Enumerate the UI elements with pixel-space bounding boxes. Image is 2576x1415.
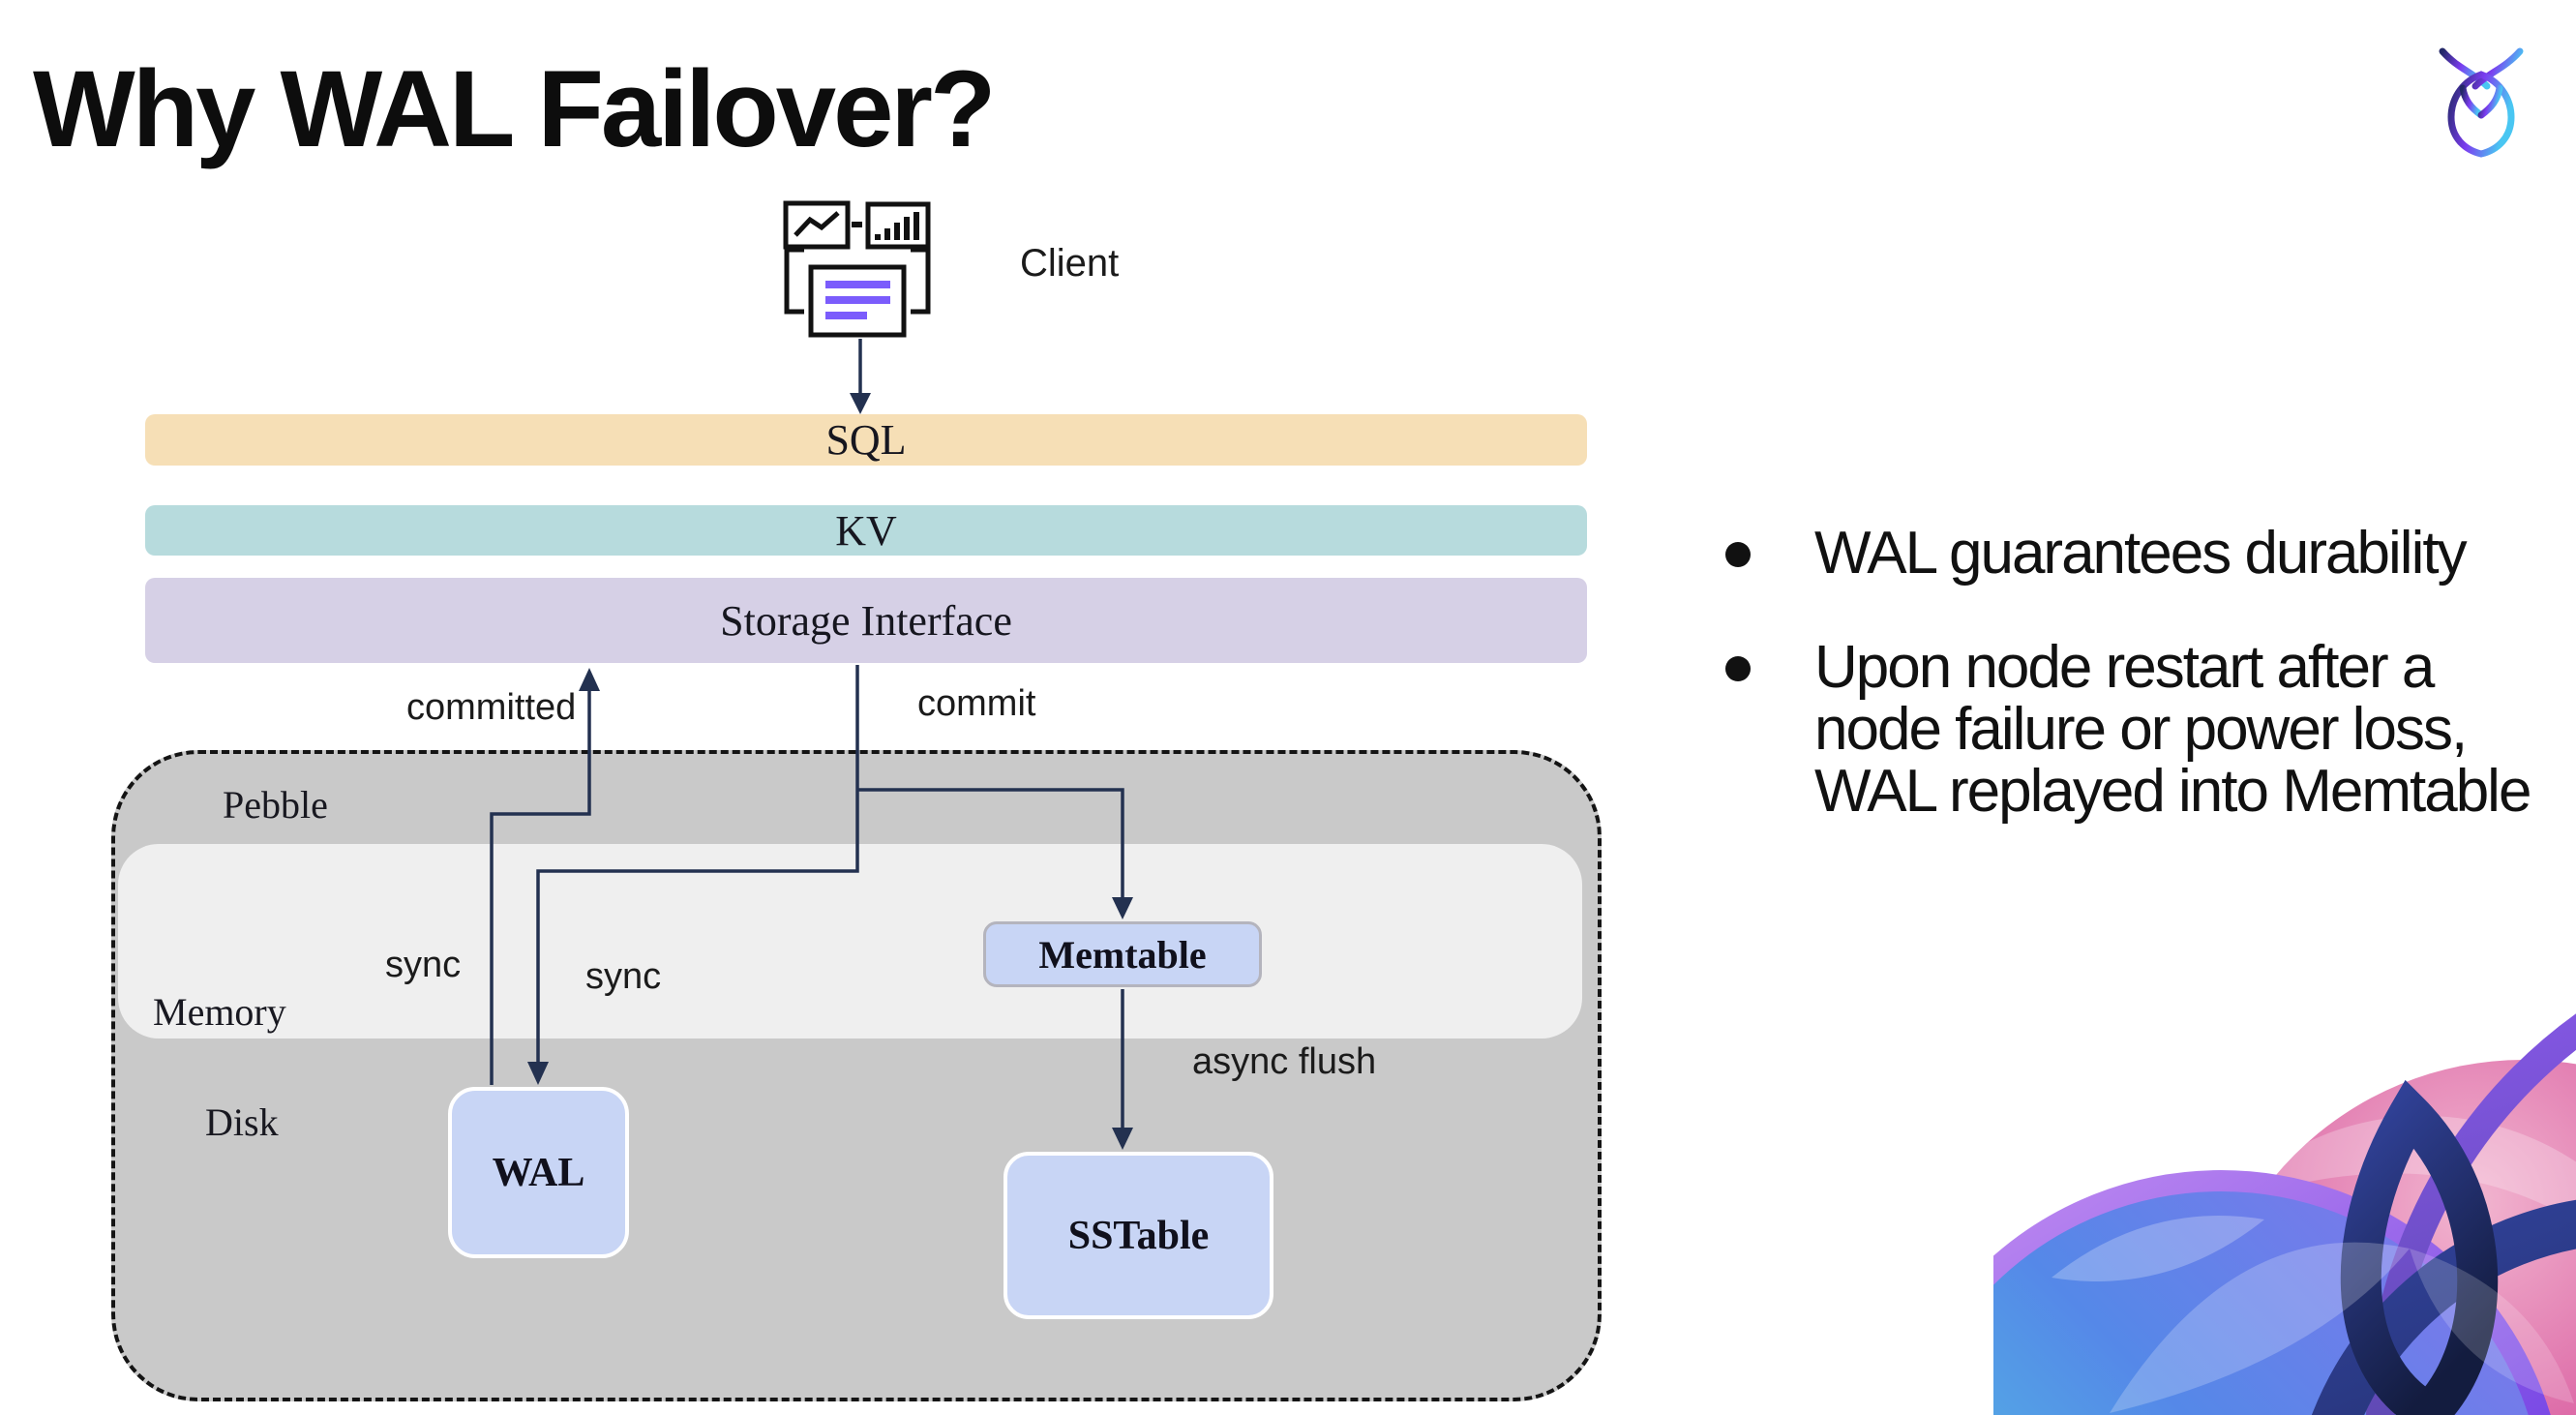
layer-storage-interface: Storage Interface [145,578,1587,663]
bullet-item: WAL guarantees durability [1725,523,2564,585]
layer-kv-label: KV [835,506,897,555]
client-label: Client [1020,242,1120,285]
memory-label: Memory [153,990,286,1034]
edge-label-committed: committed [406,687,577,728]
arrowhead-client-sql [850,393,871,414]
bullet-item: Upon node restart after a node failure o… [1725,637,2564,823]
bullet-list: WAL guarantees durability Upon node rest… [1713,523,2564,823]
client-apps-icon [783,200,931,338]
layer-sql-label: SQL [825,416,907,464]
sstable-node-label: SSTable [1067,1213,1210,1258]
memtable-node-label: Memtable [1038,932,1207,977]
pebble-label: Pebble [223,783,328,827]
edge-label-commit: commit [917,683,1036,724]
layer-sql: SQL [145,414,1587,466]
edge-label-sync-down: sync [585,956,662,997]
disk-label: Disk [205,1100,279,1144]
brand-graphic [1993,958,2576,1415]
edge-label-async-flush: async flush [1192,1041,1377,1082]
layer-storage-interface-label: Storage Interface [720,596,1012,645]
wal-node-label: WAL [492,1150,585,1195]
page-title: Why WAL Failover? [33,48,996,169]
sstable-node: SSTable [1003,1152,1273,1319]
cockroachdb-logo-icon [2435,45,2528,163]
layer-kv: KV [145,505,1587,556]
memory-band [118,844,1582,1039]
wal-node: WAL [448,1087,629,1258]
memtable-node: Memtable [983,921,1262,987]
edge-label-sync-up: sync [385,945,462,985]
arrowhead-committed-up [579,668,600,691]
